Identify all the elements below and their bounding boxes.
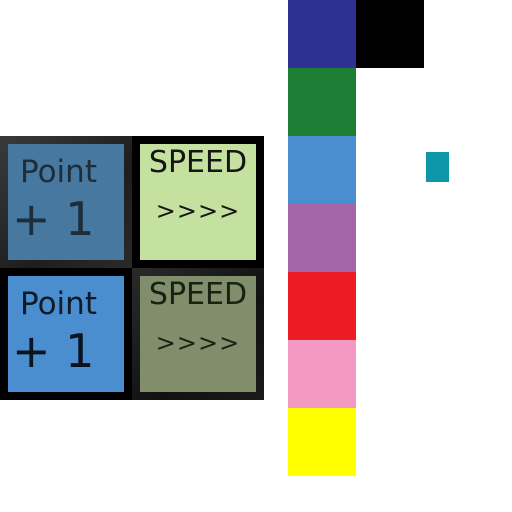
point-tile-face: Point + 1 (8, 144, 124, 260)
speed-label: SPEED (148, 145, 248, 180)
speed-arrows-label: >>>> (155, 197, 241, 225)
color-swatch-yellow[interactable] (288, 408, 356, 476)
point-label: Point (20, 286, 97, 322)
point-tile-inactive[interactable]: Point + 1 (0, 136, 132, 268)
color-swatch-sky-blue[interactable] (288, 136, 356, 204)
speed-tile-face: SPEED >>>> (140, 144, 256, 260)
speed-tile-active[interactable]: SPEED >>>> (132, 136, 264, 268)
point-tile-face: Point + 1 (8, 276, 124, 392)
point-bonus-label: + 1 (12, 192, 95, 246)
color-swatch-black[interactable] (356, 0, 424, 68)
point-tile-active[interactable]: Point + 1 (0, 268, 132, 400)
point-bonus-label: + 1 (12, 324, 95, 378)
color-swatch-red[interactable] (288, 272, 356, 340)
teal-marker (426, 152, 449, 182)
speed-arrows-label: >>>> (155, 329, 241, 357)
speed-tile-inactive[interactable]: SPEED >>>> (132, 268, 264, 400)
color-swatch-pink[interactable] (288, 340, 356, 408)
speed-label: SPEED (148, 277, 248, 312)
point-label: Point (20, 154, 97, 190)
color-swatch-purple[interactable] (288, 204, 356, 272)
color-swatch-navy[interactable] (288, 0, 356, 68)
speed-tile-face: SPEED >>>> (140, 276, 256, 392)
color-swatch-green[interactable] (288, 68, 356, 136)
